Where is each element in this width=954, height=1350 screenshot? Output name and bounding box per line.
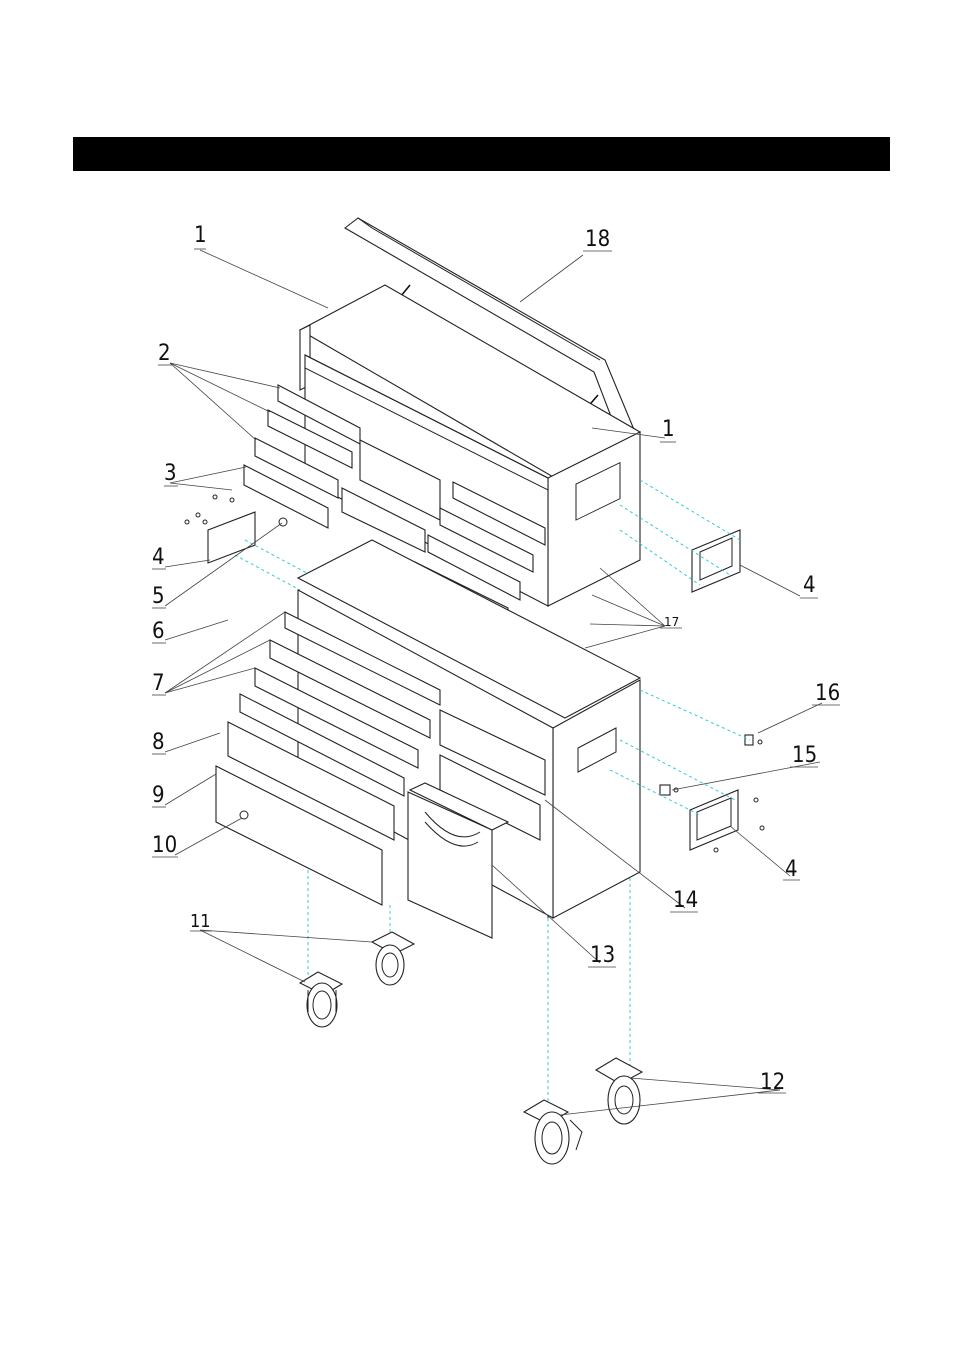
callout-12: 12 (760, 1070, 785, 1095)
callout-14: 14 (673, 888, 698, 913)
callout-18: 18 (585, 227, 610, 252)
caster-rigid-rear (372, 932, 414, 985)
caster-swivel-front (524, 1100, 582, 1164)
caster-rigid-front (300, 972, 342, 1027)
callout-9: 9 (152, 783, 165, 808)
callout-1-right: 1 (662, 417, 675, 442)
callout-3: 3 (164, 461, 177, 486)
bottom-side-handle (690, 790, 738, 850)
callout-4-left: 4 (152, 545, 165, 570)
callout-6: 6 (152, 619, 165, 644)
caster-swivel-rear (596, 1058, 642, 1124)
callout-8: 8 (152, 730, 165, 755)
callout-11: 11 (190, 911, 211, 932)
callout-4-bottom-right: 4 (785, 857, 798, 882)
callout-10: 10 (152, 833, 177, 858)
callout-2: 2 (158, 341, 171, 366)
callout-7: 7 (152, 671, 165, 696)
top-side-handle (692, 530, 740, 592)
callout-15: 15 (792, 743, 817, 768)
callout-5: 5 (152, 584, 165, 609)
top-chest (185, 218, 740, 625)
top-lock-bracket (185, 495, 287, 563)
callout-13: 13 (590, 943, 615, 968)
callout-17: 17 (664, 615, 679, 629)
callout-4-top-right: 4 (803, 573, 816, 598)
callout-16: 16 (815, 681, 840, 706)
callout-1-top: 1 (194, 223, 207, 248)
